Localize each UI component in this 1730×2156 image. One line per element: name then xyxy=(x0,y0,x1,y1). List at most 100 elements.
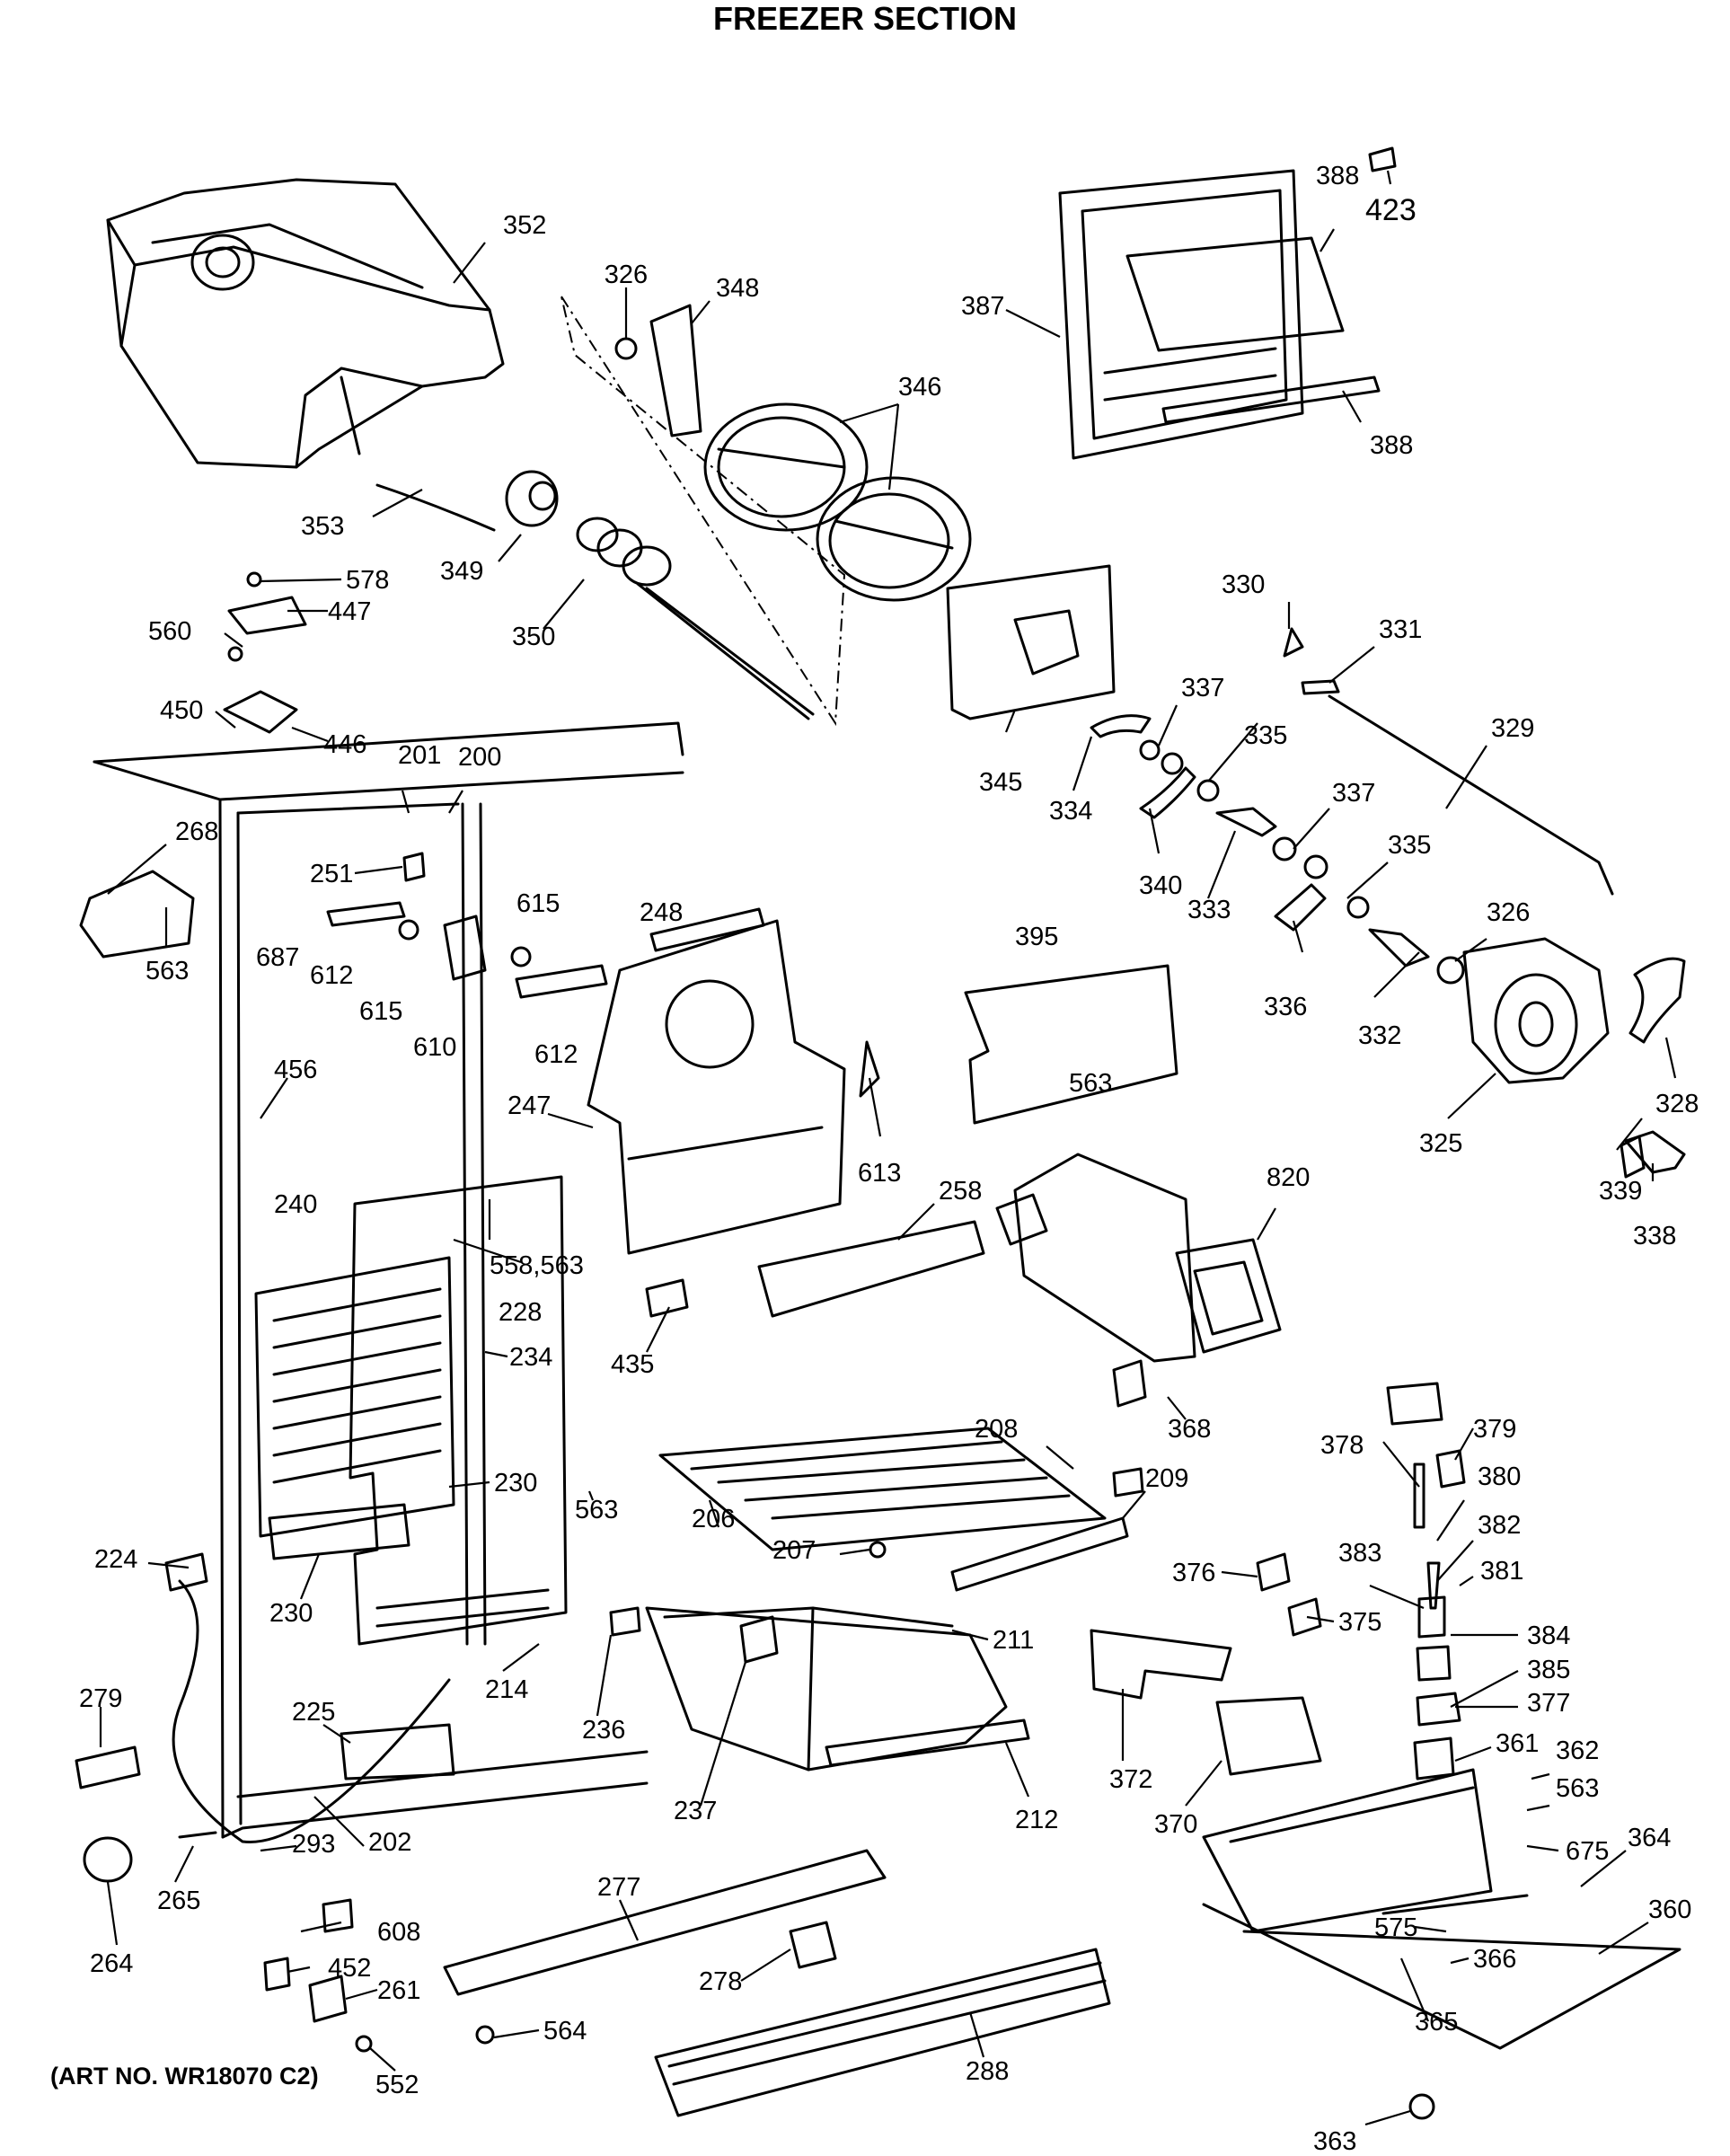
callout-228: 228 xyxy=(499,1298,542,1327)
callout-207: 207 xyxy=(772,1536,816,1565)
callout-264: 264 xyxy=(90,1949,133,1978)
callout-423: 423 xyxy=(1365,193,1417,227)
callout-388-lower: 388 xyxy=(1370,431,1413,460)
callout-265: 265 xyxy=(157,1886,200,1915)
callout-339: 339 xyxy=(1599,1177,1642,1206)
callout-258: 258 xyxy=(939,1177,982,1206)
callout-237: 237 xyxy=(674,1797,717,1825)
motor-housing-drawing xyxy=(1436,937,1686,1179)
callout-365: 365 xyxy=(1415,2008,1458,2037)
callout-366: 366 xyxy=(1473,1945,1516,1974)
callout-383: 383 xyxy=(1338,1539,1381,1568)
callout-349: 349 xyxy=(440,557,483,586)
callout-435: 435 xyxy=(611,1350,654,1379)
callout-613: 613 xyxy=(858,1159,901,1188)
callout-326-lower: 326 xyxy=(1487,898,1530,927)
callout-336: 336 xyxy=(1264,993,1307,1021)
fan-bracket-drawing xyxy=(587,907,880,1255)
callout-388: 388 xyxy=(1316,162,1359,190)
callout-578: 578 xyxy=(346,566,389,595)
callout-278: 278 xyxy=(699,1967,742,1996)
callout-575: 575 xyxy=(1374,1913,1417,1942)
callout-610: 610 xyxy=(413,1033,456,1062)
callout-234: 234 xyxy=(509,1343,552,1372)
auger-drawing xyxy=(505,296,846,727)
callout-362: 362 xyxy=(1556,1736,1599,1765)
diagram-title: FREEZER SECTION xyxy=(712,0,1018,37)
callout-293: 293 xyxy=(292,1830,335,1859)
callout-379: 379 xyxy=(1473,1415,1516,1444)
callout-384: 384 xyxy=(1527,1621,1570,1650)
callout-360: 360 xyxy=(1648,1895,1691,1924)
leader-lines xyxy=(99,170,1677,2126)
callout-201: 201 xyxy=(398,741,441,770)
ice-bucket-drawing xyxy=(106,178,505,532)
machine-compartment-drawing xyxy=(1202,1768,1681,2050)
callout-376: 376 xyxy=(1172,1559,1215,1587)
shelf-drawing xyxy=(658,1427,1129,1592)
callout-277: 277 xyxy=(597,1873,640,1902)
callout-378: 378 xyxy=(1320,1431,1364,1460)
callout-209: 209 xyxy=(1145,1464,1188,1493)
callout-675: 675 xyxy=(1566,1837,1609,1866)
callout-261: 261 xyxy=(377,1976,420,2005)
callout-558-563: 558,563 xyxy=(490,1251,584,1280)
callout-338: 338 xyxy=(1633,1222,1676,1250)
callout-248: 248 xyxy=(640,898,683,927)
callout-279: 279 xyxy=(79,1684,122,1713)
callout-329: 329 xyxy=(1491,714,1534,743)
callout-385: 385 xyxy=(1527,1656,1570,1684)
callout-380: 380 xyxy=(1478,1462,1521,1491)
callout-563-a: 563 xyxy=(146,957,189,985)
callout-447: 447 xyxy=(328,597,371,626)
callout-328: 328 xyxy=(1655,1090,1699,1118)
callout-345: 345 xyxy=(979,768,1022,797)
evaporator-cover-drawing xyxy=(254,1175,568,1646)
callout-452: 452 xyxy=(328,1954,371,1983)
callout-240: 240 xyxy=(274,1190,317,1219)
callout-212: 212 xyxy=(1015,1806,1058,1834)
callout-370: 370 xyxy=(1154,1810,1197,1839)
callout-363: 363 xyxy=(1313,2127,1356,2156)
callout-820: 820 xyxy=(1267,1163,1310,1192)
callout-377: 377 xyxy=(1527,1689,1570,1718)
callout-446: 446 xyxy=(323,730,366,759)
callout-372: 372 xyxy=(1109,1765,1152,1794)
callout-236: 236 xyxy=(582,1716,625,1745)
callout-350: 350 xyxy=(512,623,555,651)
callout-332: 332 xyxy=(1358,1021,1401,1050)
freezer-bin-drawing xyxy=(645,1606,1030,1772)
callout-325: 325 xyxy=(1419,1129,1462,1158)
callout-346: 346 xyxy=(898,373,941,402)
callout-456: 456 xyxy=(274,1056,317,1084)
callout-206: 206 xyxy=(692,1505,735,1533)
callout-202: 202 xyxy=(368,1828,411,1857)
callout-615-b: 615 xyxy=(359,997,402,1026)
dispenser-door-drawing xyxy=(1058,169,1381,460)
callout-687: 687 xyxy=(256,943,299,972)
callout-335: 335 xyxy=(1244,721,1287,750)
callout-330: 330 xyxy=(1222,570,1265,599)
callout-552: 552 xyxy=(375,2071,419,2099)
callout-387: 387 xyxy=(961,292,1004,321)
icemaker-drawing xyxy=(995,1153,1282,1363)
callout-348: 348 xyxy=(716,274,759,303)
callout-361: 361 xyxy=(1496,1729,1539,1758)
callout-268: 268 xyxy=(175,817,218,846)
part-drawings xyxy=(75,146,1686,2120)
callout-337-lower: 337 xyxy=(1332,779,1375,808)
callout-563-c: 563 xyxy=(575,1496,618,1524)
callout-612-a: 612 xyxy=(310,961,353,990)
callout-247: 247 xyxy=(508,1091,551,1120)
callout-364: 364 xyxy=(1628,1824,1671,1852)
callout-612-b: 612 xyxy=(534,1040,578,1069)
callout-211: 211 xyxy=(993,1626,1034,1655)
callout-368: 368 xyxy=(1168,1415,1211,1444)
callout-200: 200 xyxy=(458,743,501,772)
callout-353: 353 xyxy=(301,512,344,541)
callout-335-lower: 335 xyxy=(1388,831,1431,860)
callout-225: 225 xyxy=(292,1698,335,1727)
callout-375: 375 xyxy=(1338,1608,1381,1637)
